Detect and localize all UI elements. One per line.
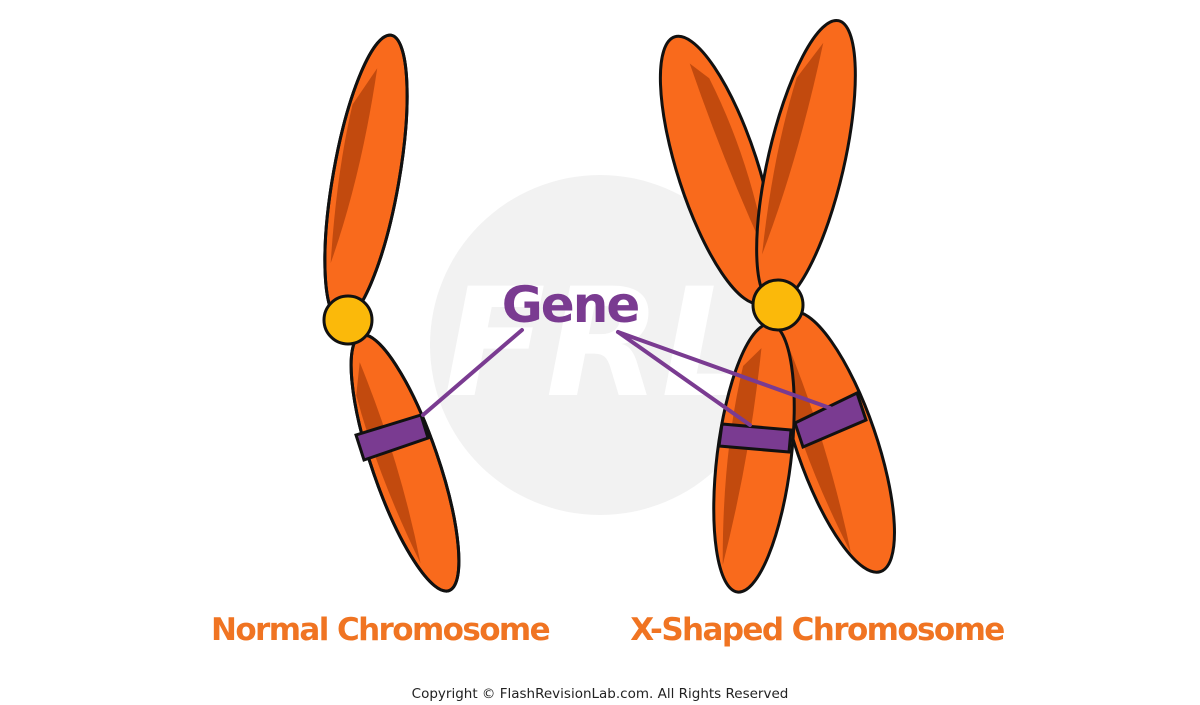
watermark-logo-text: FRL	[443, 257, 757, 431]
gene-label: Gene	[502, 276, 639, 334]
x-chromosome-back-upper-arm	[658, 34, 778, 306]
normal-chromosome	[322, 33, 461, 593]
leader-line-x-right	[616, 330, 832, 410]
leader-line-x-left	[616, 330, 752, 427]
x-shaped-chromosome-label: X-Shaped Chromosome	[630, 612, 1004, 648]
normal-chromosome-upper-arm	[323, 33, 409, 323]
leader-line-normal	[421, 328, 524, 417]
x-chromosome-centromere	[751, 278, 805, 332]
x-chromosome-front-lower-arm	[712, 322, 796, 594]
normal-chromosome-gene-band	[354, 413, 430, 462]
normal-chromosome-label: Normal Chromosome	[211, 612, 550, 648]
copyright-notice: Copyright © FlashRevisionLab.com. All Ri…	[412, 686, 789, 702]
normal-chromosome-centromere	[322, 294, 374, 346]
gene-leader-lines	[421, 328, 832, 427]
x-chromosome-gene-band-left	[717, 422, 793, 454]
x-shaped-chromosome	[658, 18, 896, 594]
watermark: FRL	[430, 175, 770, 515]
watermark-circle	[430, 175, 770, 515]
x-chromosome-gene-band-right	[793, 390, 868, 450]
